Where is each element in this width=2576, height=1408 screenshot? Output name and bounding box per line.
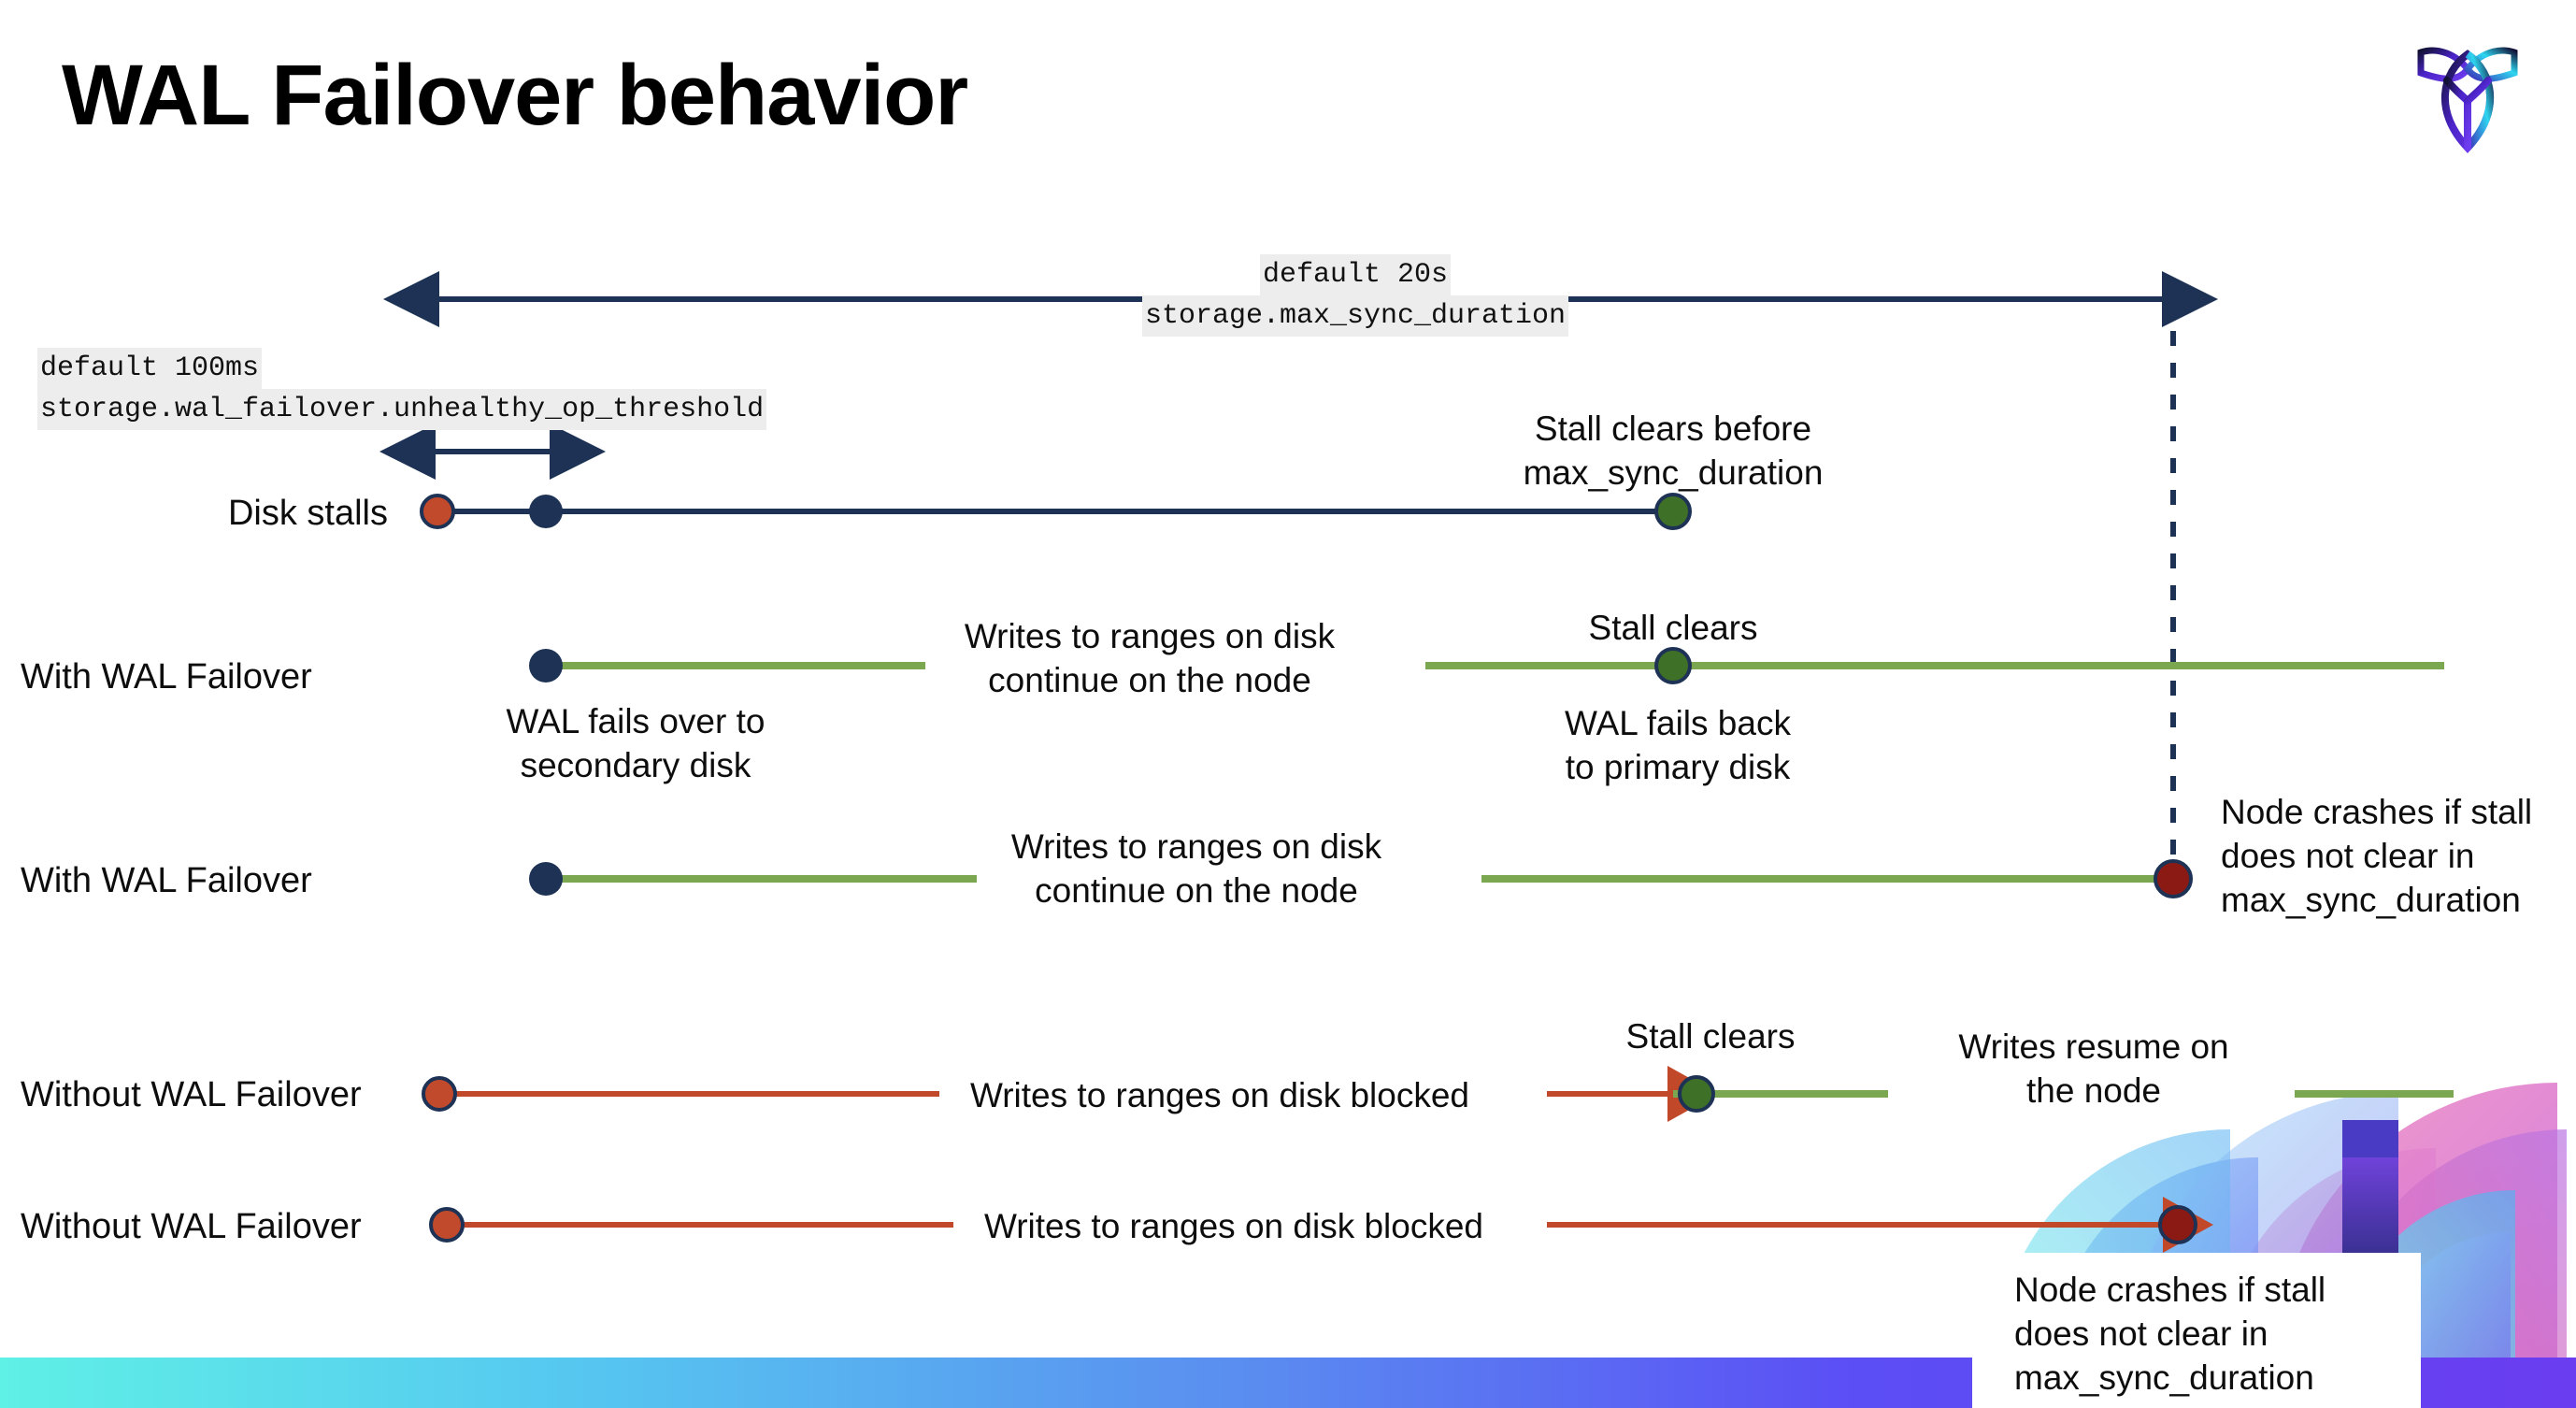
- max-sync-duration-default: default 20s: [1259, 254, 1452, 295]
- unhealthy-op-threshold-annotation: default 100ms storage.wal_failover.unhea…: [37, 348, 879, 430]
- note-stall-clears-row2: Stall clears: [1588, 609, 1758, 647]
- note-node-crashes-row5: Node crashes if stall does not clear in …: [2014, 1271, 2326, 1397]
- page-title: WAL Failover behavior: [62, 48, 968, 143]
- note-wal-fails-back-to-primary-disk: WAL fails back to primary disk: [1565, 704, 1791, 786]
- timeline-row-without-wal-failover-1: [422, 1066, 2454, 1122]
- note-writes-resume-row4: Writes resume on the node: [1958, 1027, 2229, 1110]
- row-label-with-wal-failover-2: With WAL Failover: [21, 861, 312, 900]
- note-writes-continue-row3: Writes to ranges on disk continue on the…: [1010, 827, 1382, 910]
- note-writes-continue-row2: Writes to ranges on disk continue on the…: [964, 617, 1336, 699]
- row-label-without-wal-failover-2: Without WAL Failover: [21, 1207, 362, 1246]
- row-label-without-wal-failover-1: Without WAL Failover: [21, 1075, 362, 1114]
- note-node-crashes-row3: Node crashes if stall does not clear in …: [2221, 793, 2533, 919]
- max-sync-duration-annotation: default 20s storage.max_sync_duration: [1075, 254, 1636, 337]
- note-wal-fails-over-to-secondary-disk: WAL fails over to secondary disk: [506, 702, 766, 784]
- timeline-row-with-wal-failover-1: [529, 647, 2444, 684]
- timeline-row-disk-stalls: [420, 493, 1692, 530]
- callout-backdrop: [1972, 1253, 2421, 1408]
- timeline-row-with-wal-failover-2: [529, 859, 2193, 898]
- note-stall-clears-row4: Stall clears: [1625, 1017, 1796, 1056]
- cockroachdb-logo-icon: [2417, 47, 2518, 153]
- note-writes-blocked-row4: Writes to ranges on disk blocked: [969, 1076, 1470, 1114]
- note-stall-clears-before-max-sync: Stall clears before max_sync_duration: [1523, 409, 1824, 492]
- row-label-with-wal-failover-1: With WAL Failover: [21, 657, 312, 697]
- row-label-disk-stalls: Disk stalls: [227, 494, 388, 533]
- unhealthy-op-threshold-default: default 100ms: [37, 348, 263, 389]
- unhealthy-op-threshold-setting: storage.wal_failover.unhealthy_op_thresh…: [37, 389, 767, 430]
- timeline-row-without-wal-failover-2: [429, 1197, 2213, 1253]
- note-writes-blocked-row5: Writes to ranges on disk blocked: [983, 1207, 1484, 1245]
- max-sync-duration-setting: storage.max_sync_duration: [1141, 295, 1569, 337]
